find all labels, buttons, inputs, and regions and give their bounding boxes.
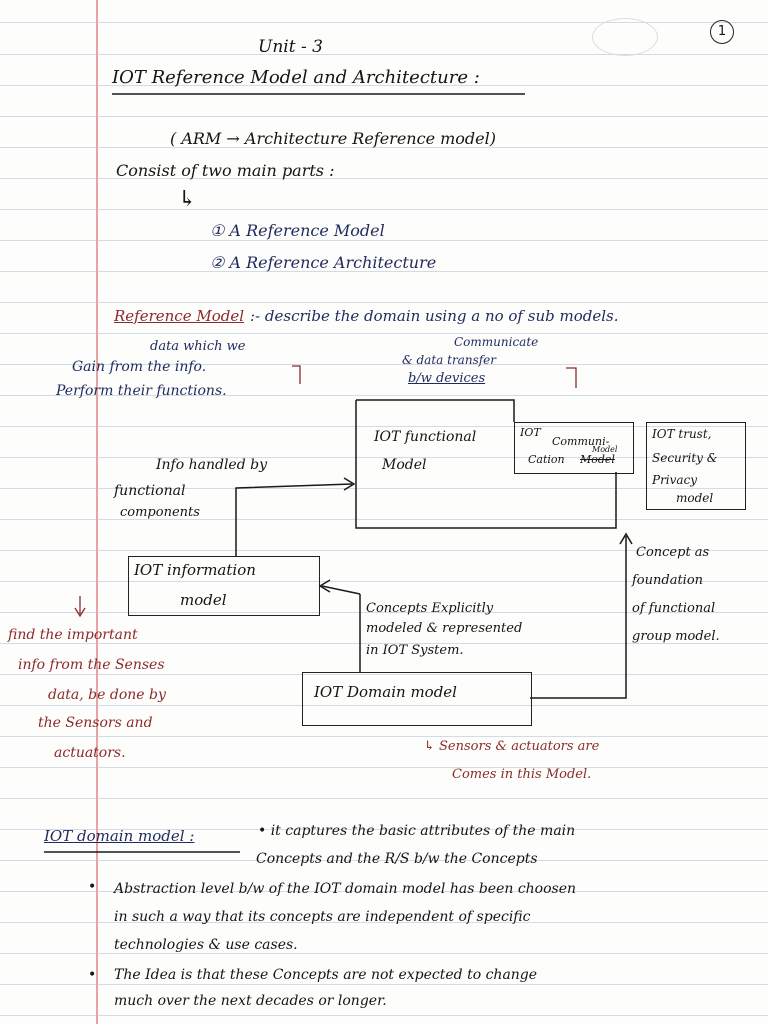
trust-label-3: Privacy [652,473,698,487]
comm-label-3: Cation [528,453,565,466]
functional-label-2: Model [382,457,427,473]
arrowhead-up [619,532,633,545]
info-handled: Info handled by [156,457,267,473]
note-bracket-right [566,367,577,388]
bullet-2-line-2: in such a way that its concepts are inde… [114,909,531,925]
concepts-explicit-3: in IOT System. [366,643,464,658]
arm-definition: ( ARM → Architecture Reference model) [170,129,496,148]
note-bracket-left [292,365,301,384]
ref-model-desc: :- describe the domain using a no of sub… [250,307,619,325]
branch-arrow: ↳ [178,187,197,212]
concept-found-3: of functional [632,601,716,616]
sensors-note-text: Sensors & actuators are [439,739,600,754]
bullet-3-line-1: The Idea is that these Concepts are not … [114,967,538,983]
red-arrowhead [74,607,86,618]
bullet-2-dot: • [88,879,97,895]
page-number-badge: 1 [710,20,734,44]
concepts-explicit-2: modeled & represented [366,621,523,636]
stamp-mark [592,18,658,56]
consist-line: Consist of two main parts : [116,161,335,180]
part-1: ① A Reference Model [210,221,385,240]
concept-found-1: Concept as [636,545,710,560]
comm-label-1: IOT [520,426,541,439]
find-important-2: info from the Senses [18,657,165,673]
main-heading: IOT Reference Model and Architecture : [112,67,480,88]
bullet-3-dot: • [88,967,97,983]
domain-model-box [302,672,532,726]
func-components-1: functional [114,483,186,499]
find-important-5: actuators. [54,745,126,761]
concepts-explicit-1: Concepts Explicitly [366,601,494,616]
domain-point-1a: • it captures the basic attributes of th… [258,823,576,839]
ref-model-label: Reference Model [114,307,245,325]
func-components-2: components [120,505,200,520]
page-number: 1 [717,24,727,39]
trust-label-1: IOT trust, [652,427,712,441]
find-important-3: data, be done by [48,687,166,703]
functional-label-1: IOT functional [374,429,477,445]
trust-model-box [646,422,746,510]
concept-found-4: group model. [632,629,720,644]
bullet-2-line-3: technologies & use cases. [114,937,298,953]
connector-domain-right [530,536,627,699]
note-data-transfer: & data transfer [402,353,497,367]
bullet-2-line-1: Abstraction level b/w of the IOT domain … [114,881,577,897]
arrowhead-info [318,579,331,593]
functional-region-border [355,400,617,529]
note-communicate: Communicate [454,335,539,349]
domain-heading: IOT domain model : [44,827,195,845]
connector-domain-info [321,585,361,595]
note-blw-devices: b/w devices [408,371,486,386]
sensors-note-2: Comes in this Model. [452,767,592,782]
info-label-2: model [180,591,227,609]
trust-label-2: Security & [652,451,718,465]
note-perform: Perform their functions. [56,383,227,399]
note-gain: Gain from the info. [72,359,207,375]
trust-label-4: model [676,491,714,505]
bullet-3-line-2: much over the next decades or longer. [114,993,387,1009]
arrowhead-func [343,477,356,491]
comm-label-2: Communi- [552,435,610,448]
part-2: ② A Reference Architecture [210,253,437,272]
comm-label-4: Model [592,445,618,454]
unit-title: Unit - 3 [258,37,323,57]
info-label-1: IOT information [134,561,256,579]
find-important-1: find the important [8,627,138,643]
comm-label-struck: Model [580,453,615,466]
sensors-note-1: ↳ Sensors & actuators are [424,739,600,754]
find-important-4: the Sensors and [38,715,153,731]
domain-point-1b: Concepts and the R/S b/w the Concepts [256,851,538,867]
connector-func-to-info [235,483,353,556]
domain-box-label: IOT Domain model [314,683,457,701]
note-data-we: data which we [150,339,246,354]
concept-found-2: foundation [632,573,704,588]
functional-region-top [356,399,515,422]
communication-model-box [514,422,634,474]
